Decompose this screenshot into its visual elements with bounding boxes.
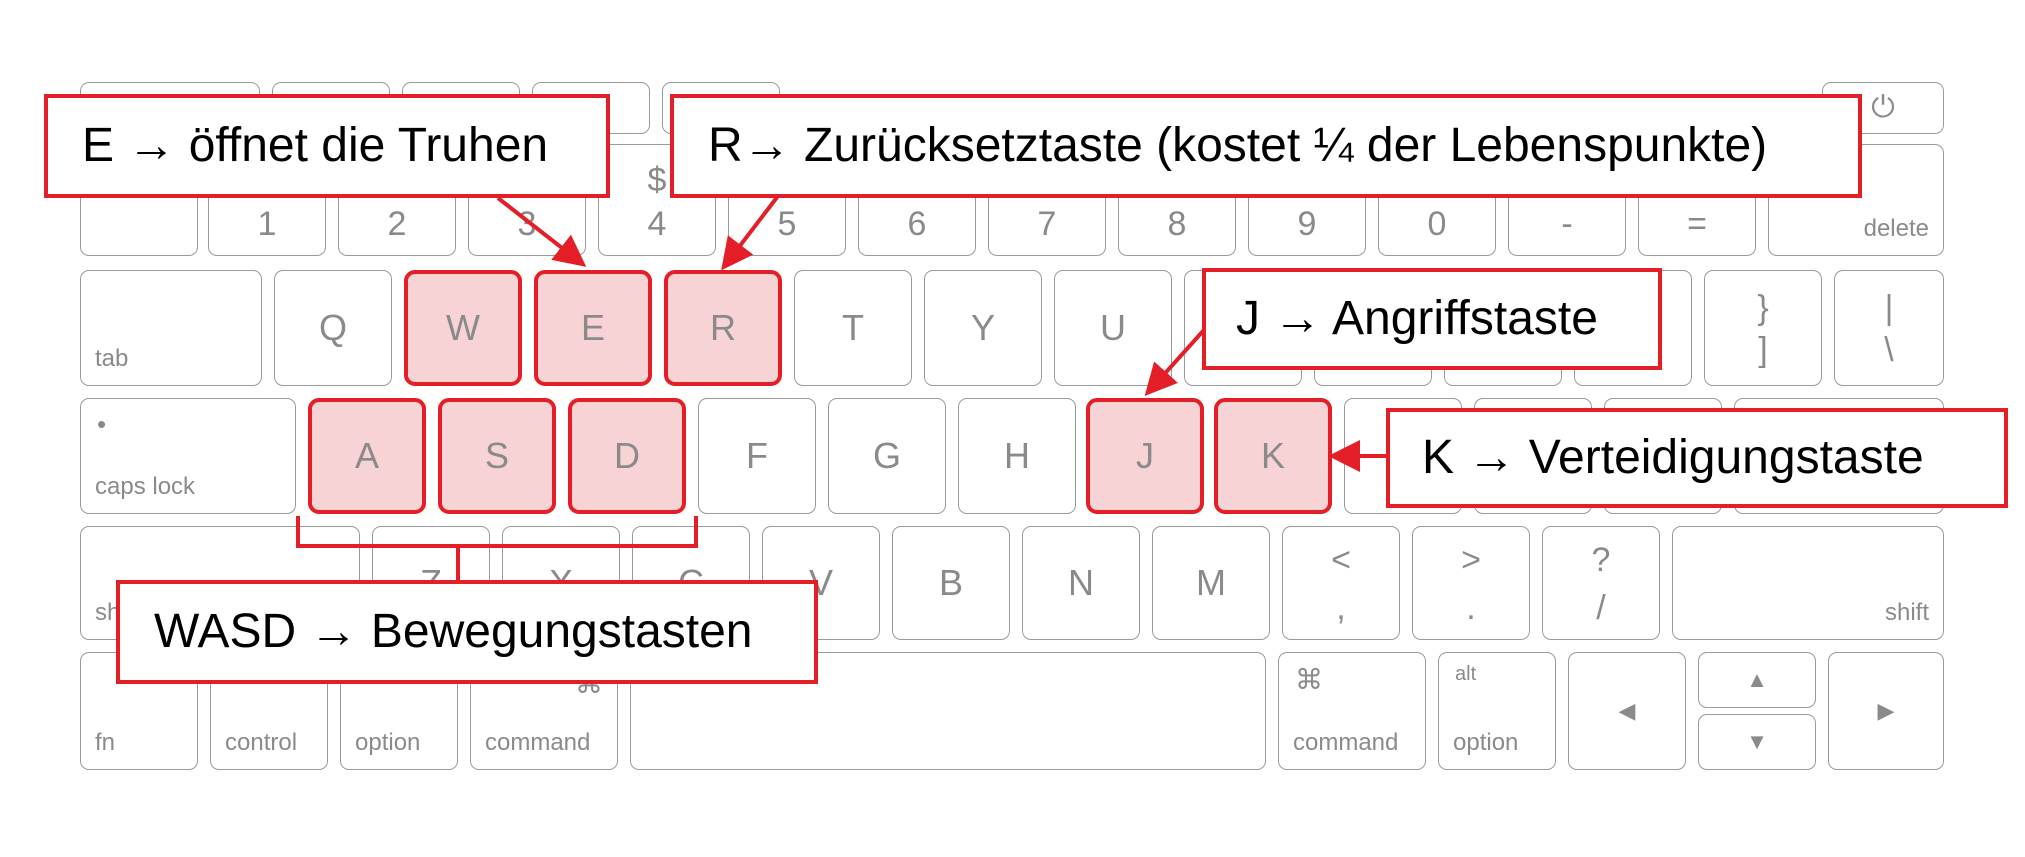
key-j: J	[1086, 398, 1204, 514]
callout-j: J → Angriffstaste	[1202, 268, 1662, 370]
arrow-right-icon: ▶	[1877, 698, 1895, 723]
callout-wasd: WASD → Bewegungstasten	[116, 580, 818, 684]
function-key: ⏻	[1822, 82, 1944, 134]
key-d: D	[568, 398, 686, 514]
key-h: H	[958, 398, 1076, 514]
key-g: G	[828, 398, 946, 514]
key-bracket-close: } ]	[1704, 270, 1822, 386]
key-q: Q	[274, 270, 392, 386]
key-period: > .	[1412, 526, 1530, 640]
key-arrow-up: ▲	[1698, 652, 1816, 708]
key-tab: tab	[80, 270, 262, 386]
key-m: M	[1152, 526, 1270, 640]
key-r: R	[664, 270, 782, 386]
key-y: Y	[924, 270, 1042, 386]
key-k: K	[1214, 398, 1332, 514]
key-comma: < ,	[1282, 526, 1400, 640]
power-icon: ⏻	[1871, 91, 1895, 124]
key-command-right: ⌘ command	[1278, 652, 1426, 770]
key-arrow-right: ▶	[1828, 652, 1944, 770]
key-s: S	[438, 398, 556, 514]
key-n: N	[1022, 526, 1140, 640]
key-u: U	[1054, 270, 1172, 386]
key-t: T	[794, 270, 912, 386]
callout-e: E → öffnet die Truhen	[44, 94, 610, 198]
callout-r: R→ Zurücksetztaste (kostet ¼ der Lebensp…	[670, 94, 1862, 198]
arrow-up-icon: ▲	[1746, 667, 1768, 692]
key-option-right: alt option	[1438, 652, 1556, 770]
callout-k: K → Verteidigungstaste	[1386, 408, 2008, 508]
key-b: B	[892, 526, 1010, 640]
key-arrow-left: ◀	[1568, 652, 1686, 770]
arrow-left-icon: ◀	[1618, 698, 1636, 723]
key-w: W	[404, 270, 522, 386]
arrow-down-icon: ▼	[1746, 729, 1768, 754]
key-a: A	[308, 398, 426, 514]
command-symbol-icon: ⌘	[1295, 664, 1323, 695]
key-shift-right: shift	[1672, 526, 1944, 640]
key-backslash: | \	[1834, 270, 1944, 386]
key-caps-lock: • caps lock	[80, 398, 296, 514]
key-f: F	[698, 398, 816, 514]
key-slash: ? /	[1542, 526, 1660, 640]
key-e: E	[534, 270, 652, 386]
key-arrow-down: ▼	[1698, 714, 1816, 770]
